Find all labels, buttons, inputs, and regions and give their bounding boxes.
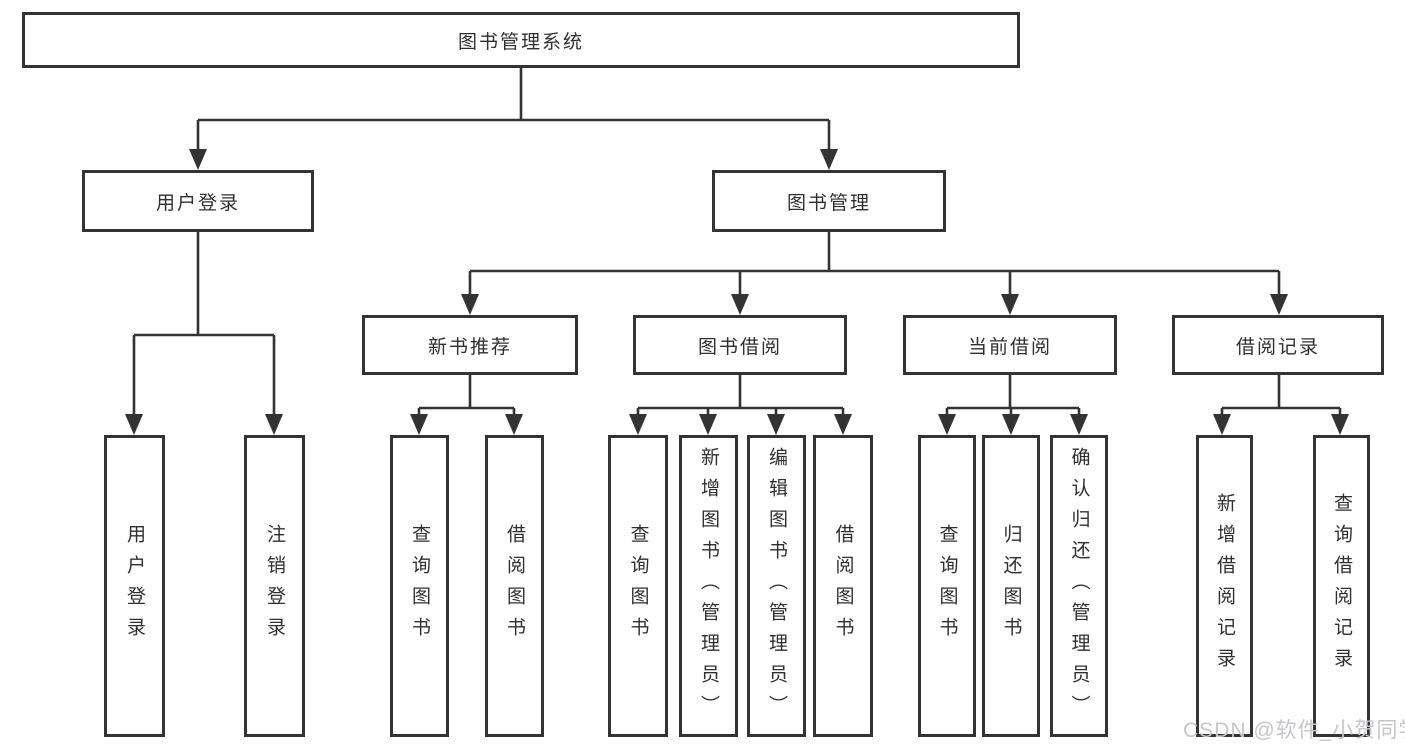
node-current-borrow: 当前借阅	[903, 315, 1117, 375]
leaf-logout: 注销登录	[244, 435, 305, 737]
node-book-borrow: 图书借阅	[633, 315, 847, 375]
leaf-cb-confirm-return-label: 确认归还（管理员）	[1068, 446, 1090, 726]
connector-new-book-rec-to-leaves	[410, 375, 523, 435]
leaf-user-login-label: 用户登录	[124, 524, 145, 648]
node-borrow-record: 借阅记录	[1172, 315, 1384, 375]
leaf-nbr-query-books: 查询图书	[390, 435, 449, 737]
leaf-bb-add-books-label: 新增图书（管理员）	[698, 446, 719, 726]
connector-borrow-record-to-leaves	[1213, 375, 1349, 435]
leaf-cb-return-books: 归还图书	[982, 435, 1040, 737]
node-borrow-record-label: 借阅记录	[1235, 336, 1320, 358]
connector-root-to-level2	[189, 68, 838, 170]
leaf-cb-query-books-label: 查询图书	[936, 524, 958, 648]
leaf-bb-borrow-books-label: 借阅图书	[832, 524, 854, 648]
node-current-borrow-label: 当前借阅	[967, 336, 1052, 358]
leaf-bb-edit-books-label: 编辑图书（管理员）	[766, 446, 787, 726]
node-book-mgmt: 图书管理	[712, 170, 946, 232]
leaf-bb-add-books: 新增图书（管理员）	[679, 435, 738, 737]
csdn-watermark: CSDN @软件_小贺同学	[1183, 719, 1405, 742]
node-book-mgmt-label: 图书管理	[786, 192, 871, 214]
leaf-br-query-record: 查询借阅记录	[1313, 435, 1370, 737]
node-user-login: 用户登录	[82, 170, 314, 232]
leaf-cb-query-books: 查询图书	[918, 435, 976, 737]
leaf-nbr-borrow-books-label: 借阅图书	[504, 524, 525, 648]
connector-user-login-to-leaves	[125, 232, 283, 435]
leaf-nbr-borrow-books: 借阅图书	[485, 435, 544, 737]
leaf-bb-edit-books: 编辑图书（管理员）	[747, 435, 806, 737]
leaf-br-add-record-label: 新增借阅记录	[1214, 493, 1235, 679]
node-book-borrow-label: 图书借阅	[697, 336, 782, 358]
leaf-nbr-query-books-label: 查询图书	[409, 524, 430, 648]
node-root: 图书管理系统	[22, 12, 1020, 68]
node-root-label: 图书管理系统	[457, 31, 584, 53]
leaf-cb-return-books-label: 归还图书	[1000, 524, 1022, 648]
leaf-bb-borrow-books: 借阅图书	[813, 435, 873, 737]
leaf-bb-query-books: 查询图书	[608, 435, 668, 737]
leaf-br-add-record: 新增借阅记录	[1196, 435, 1253, 737]
node-new-book-rec: 新书推荐	[362, 315, 578, 375]
connector-book-borrow-to-leaves	[629, 375, 852, 435]
node-user-login-label: 用户登录	[155, 192, 240, 214]
node-new-book-rec-label: 新书推荐	[427, 336, 512, 358]
leaf-cb-confirm-return: 确认归还（管理员）	[1050, 435, 1108, 737]
leaf-br-query-record-label: 查询借阅记录	[1331, 493, 1352, 679]
connector-current-borrow-to-leaves	[938, 375, 1088, 435]
leaf-logout-label: 注销登录	[264, 524, 285, 648]
leaf-bb-query-books-label: 查询图书	[627, 524, 649, 648]
leaf-user-login: 用户登录	[104, 435, 165, 737]
connector-book-mgmt-to-level3	[461, 232, 1288, 315]
